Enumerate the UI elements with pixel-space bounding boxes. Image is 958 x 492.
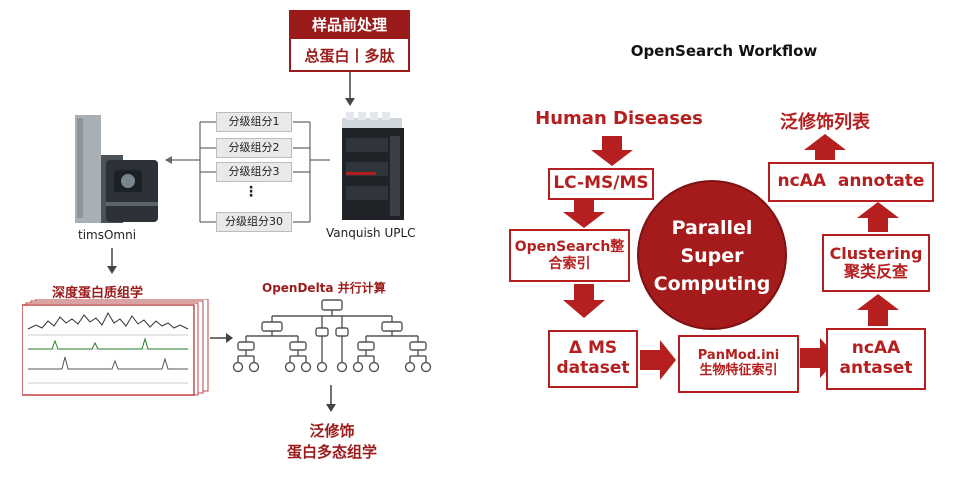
timsomni-instrument-image [75,115,158,223]
result-line-1: 泛修饰 [309,422,355,440]
workflow-title: OpenSearch Workflow [630,42,818,60]
ncaa-antaset-line2: antaset [839,358,913,378]
opensearch-index-line2: 合索引 [548,255,591,272]
center-line1: Parallel [671,217,753,239]
delta-ms-line2: dataset [556,358,630,378]
sample-prep-box: 样品前处理 总蛋白丨多肽 [289,10,410,72]
fraction-1: 分级组分1 [216,112,292,132]
fraction-ellipsis: ⋮ [244,184,258,200]
sample-prep-subtitle: 总蛋白丨多肽 [304,47,395,65]
fraction-2: 分级组分2 [216,138,292,158]
clustering-line1: Clustering [829,243,923,263]
opendelta-label-text: OpenDelta 并行计算 [262,281,386,295]
vanquish-uplc-label: Vanquish UPLC [326,226,416,240]
timsomni-label: timsOmni [78,228,137,242]
fraction-3: 分级组分3 [216,162,292,182]
ncaa-antaset-line1: ncAA [851,338,901,359]
panmod-line2: 生物特征索引 [699,363,778,378]
spectra-stack-image [22,299,209,396]
pan-modification-list-label: 泛修饰列表 [780,112,870,133]
center-line3: Computing [653,273,771,295]
clustering-box: Clustering 聚类反查 [822,234,930,292]
parallel-super-computing-text: Parallel Super Computing [648,214,776,298]
ncaa-annotate-box: ncAA annotate [768,162,934,202]
panmod-line1: PanMod.ini [697,348,780,364]
opendelta-label: OpenDelta 并行计算 [262,279,386,296]
ncaa-antaset-box: ncAA antaset [826,328,926,390]
lcmsms-box: LC-MS/MS [548,168,654,200]
clustering-line2: 聚类反查 [843,262,908,281]
fraction-30: 分级组分30 [216,212,292,232]
ncaa-annotate-text: ncAA annotate [777,171,925,192]
deep-proteomics-label: 深度蛋白质组学 [52,286,144,301]
opensearch-index-box: OpenSearch整 合索引 [509,229,630,282]
delta-ms-line1: Δ MS [568,338,618,359]
panmod-box: PanMod.ini 生物特征索引 [678,335,799,393]
vanquish-uplc-instrument-image [342,112,404,220]
center-line2: Super [680,245,744,267]
lcmsms-text: LC-MS/MS [553,173,649,194]
human-diseases-label: Human Diseases [535,108,703,129]
opensearch-index-line1: OpenSearch整 [514,239,625,256]
sample-prep-title: 样品前处理 [291,12,408,39]
delta-ms-box: Δ MS dataset [548,330,638,388]
parallel-tree-diagram [232,299,432,373]
result-line-2: 蛋白多态组学 [286,443,377,461]
